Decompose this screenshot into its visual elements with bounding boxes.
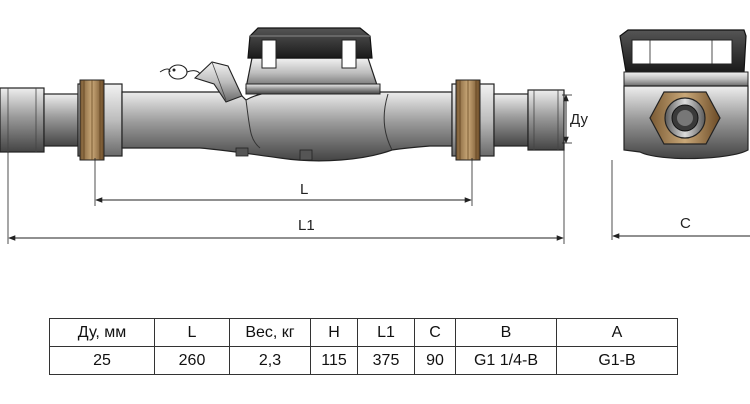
- table-cell: 260: [155, 347, 230, 375]
- header-cell: L: [155, 319, 230, 347]
- c-dimension: C: [612, 160, 750, 240]
- spec-table: Ду, мм L Вес, кг H L1 C B A 25 260 2,3 1…: [49, 318, 678, 375]
- du-dimension: Ду: [562, 95, 588, 143]
- left-coupling: [0, 80, 122, 160]
- meter-body: [122, 91, 452, 161]
- du-label: Ду: [570, 111, 588, 128]
- table-cell: G1 1/4-B: [456, 347, 557, 375]
- right-coupling: [452, 80, 564, 160]
- header-cell: B: [456, 319, 557, 347]
- table-cell: 2,3: [230, 347, 311, 375]
- meter-register-head: [246, 28, 380, 94]
- l1-label: L1: [298, 217, 315, 234]
- table-cell: 25: [50, 347, 155, 375]
- table-row: 25 260 2,3 115 375 90 G1 1/4-B G1-B: [50, 347, 678, 375]
- meter-side-view: [0, 28, 564, 161]
- table-cell: 375: [358, 347, 415, 375]
- header-cell: Ду, мм: [50, 319, 155, 347]
- header-cell: A: [557, 319, 678, 347]
- table-cell: 90: [415, 347, 456, 375]
- header-cell: H: [311, 319, 358, 347]
- l1-dimension: L1: [8, 150, 564, 244]
- l-dimension: L: [95, 158, 472, 206]
- header-cell: Вес, кг: [230, 319, 311, 347]
- table-cell: 115: [311, 347, 358, 375]
- meter-end-view: [620, 30, 748, 159]
- c-label: C: [680, 215, 691, 232]
- header-cell: L1: [358, 319, 415, 347]
- table-cell: G1-B: [557, 347, 678, 375]
- spec-table-header-row: Ду, мм L Вес, кг H L1 C B A: [50, 319, 678, 347]
- l-label: L: [300, 181, 308, 198]
- header-cell: C: [415, 319, 456, 347]
